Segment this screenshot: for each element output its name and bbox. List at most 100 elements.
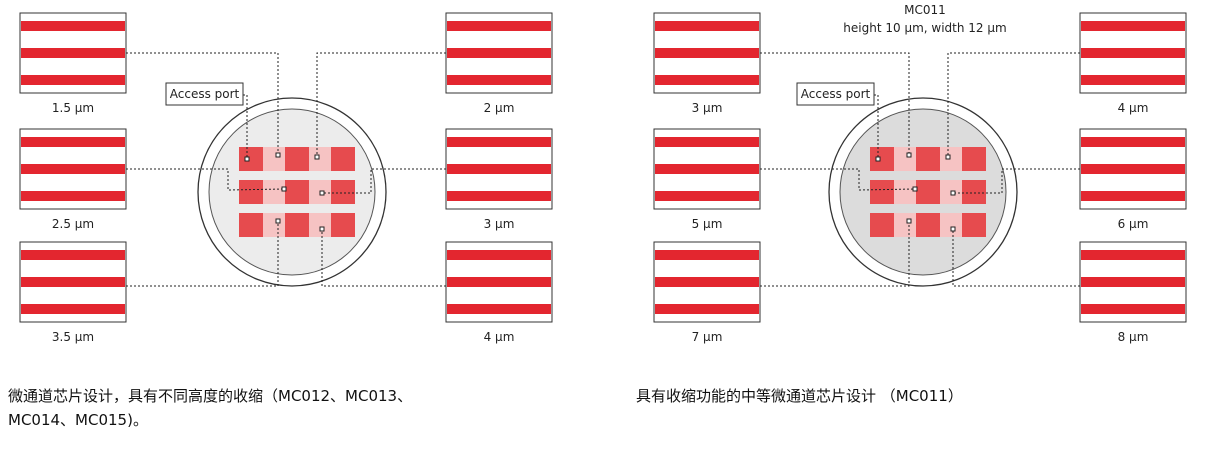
channel-bridge xyxy=(894,213,916,237)
connector-line xyxy=(760,221,910,287)
access-port-marker xyxy=(319,226,325,232)
chamber xyxy=(285,213,309,237)
channel-size-label: 2 µm xyxy=(484,101,515,115)
access-port-marker xyxy=(906,218,912,224)
channel-size-label: 4 µm xyxy=(1118,101,1149,115)
channel-size-label: 3 µm xyxy=(692,101,723,115)
channel-box: 2 µm xyxy=(445,12,553,115)
channel-constriction xyxy=(1096,23,1170,29)
chamber xyxy=(916,213,940,237)
channel-size-label: 5 µm xyxy=(692,217,723,231)
chamber xyxy=(870,180,894,204)
channel-constriction xyxy=(1096,279,1170,285)
access-port-marker xyxy=(912,186,918,192)
channel-constriction xyxy=(36,139,110,145)
channel-box: 4 µm xyxy=(1079,12,1187,115)
access-port-marker xyxy=(906,152,912,158)
connector-line xyxy=(760,168,916,191)
caption-right: 具有收缩功能的中等微通道芯片设计 （MC011） xyxy=(636,387,963,405)
chamber xyxy=(870,213,894,237)
chamber xyxy=(239,147,263,171)
channel-box: 3 µm xyxy=(445,128,553,231)
access-port-marker xyxy=(281,186,287,192)
access-port-marker xyxy=(275,152,281,158)
channel-constriction xyxy=(462,50,536,56)
panel-right: 3 µm 5 µm 7 µm 4 µm 6 µm 8 µm Access port MC011… xyxy=(653,3,1187,344)
connector-line xyxy=(953,168,1080,194)
channel-constriction xyxy=(36,50,110,56)
chamber xyxy=(239,213,263,237)
channel-box: 3.5 µm xyxy=(19,241,127,344)
access-port-marker xyxy=(950,226,956,232)
chamber xyxy=(962,147,986,171)
channel-constriction xyxy=(36,77,110,83)
channel-size-label: 3 µm xyxy=(484,217,515,231)
channel-constriction xyxy=(670,139,744,145)
channel-constriction xyxy=(670,50,744,56)
channel-constriction xyxy=(670,279,744,285)
channel-constriction xyxy=(670,77,744,83)
chip xyxy=(197,97,387,287)
chamber xyxy=(285,180,309,204)
channel-constriction xyxy=(36,279,110,285)
channel-size-label: 6 µm xyxy=(1118,217,1149,231)
access-port-box xyxy=(796,82,875,106)
access-port-marker xyxy=(319,190,325,196)
access-port-marker xyxy=(314,154,320,160)
channel-size-label: 7 µm xyxy=(692,330,723,344)
channel-constriction xyxy=(36,166,110,172)
chamber xyxy=(916,180,940,204)
chamber xyxy=(331,180,355,204)
channel-constriction xyxy=(462,23,536,29)
connector-line xyxy=(760,52,910,155)
channel-size-label: 3.5 µm xyxy=(52,330,94,344)
channel-constriction xyxy=(36,193,110,199)
channel-constriction xyxy=(1096,77,1170,83)
access-port-marker xyxy=(875,156,881,162)
channel-size-label: 1.5 µm xyxy=(52,101,94,115)
channel-constriction xyxy=(1096,166,1170,172)
chamber xyxy=(239,180,263,204)
panel-left: 1.5 µm 2.5 µm 3.5 µm 2 µm 3 µm 4 µm Access por… xyxy=(19,12,553,344)
chamber xyxy=(285,147,309,171)
channel-constriction xyxy=(36,306,110,312)
channel-constriction xyxy=(462,139,536,145)
connector-line xyxy=(947,52,1080,157)
channel-bridge xyxy=(263,180,285,204)
channel-bridge xyxy=(894,180,916,204)
access-port-marker xyxy=(950,190,956,196)
channel-box: 2.5 µm xyxy=(19,128,127,231)
channel-box: 3 µm xyxy=(653,12,761,115)
connector-line xyxy=(321,229,446,287)
caption-left-line1: 微通道芯片设计，具有不同高度的收缩（MC012、MC013、 xyxy=(8,387,413,405)
access-port-box xyxy=(165,82,244,106)
channel-bridge xyxy=(940,213,962,237)
channel-box: 8 µm xyxy=(1079,241,1187,344)
channel-bridge xyxy=(263,147,285,171)
channel-spec-label: height 10 µm, width 12 µm xyxy=(843,21,1006,35)
chamber xyxy=(331,147,355,171)
access-port-label: Access port xyxy=(801,87,871,101)
model-label: MC011 xyxy=(904,3,946,17)
access-port-label: Access port xyxy=(170,87,240,101)
channel-constriction xyxy=(462,252,536,258)
chamber xyxy=(962,180,986,204)
chamber xyxy=(870,147,894,171)
channel-size-label: 4 µm xyxy=(484,330,515,344)
connector-line xyxy=(316,52,446,157)
caption-left: 微通道芯片设计，具有不同高度的收缩（MC012、MC013、 MC014、MC0… xyxy=(8,384,528,432)
chamber xyxy=(916,147,940,171)
channel-box: 6 µm xyxy=(1079,128,1187,231)
channel-bridge xyxy=(309,147,331,171)
access-port-marker xyxy=(244,156,250,162)
channel-bridge xyxy=(940,147,962,171)
access-port-callout: Access port xyxy=(796,82,875,106)
chamber xyxy=(331,213,355,237)
channel-size-label: 8 µm xyxy=(1118,330,1149,344)
channel-constriction xyxy=(462,166,536,172)
channel-constriction xyxy=(462,306,536,312)
channel-constriction xyxy=(462,193,536,199)
channel-size-label: 2.5 µm xyxy=(52,217,94,231)
channel-box: 7 µm xyxy=(653,241,761,344)
